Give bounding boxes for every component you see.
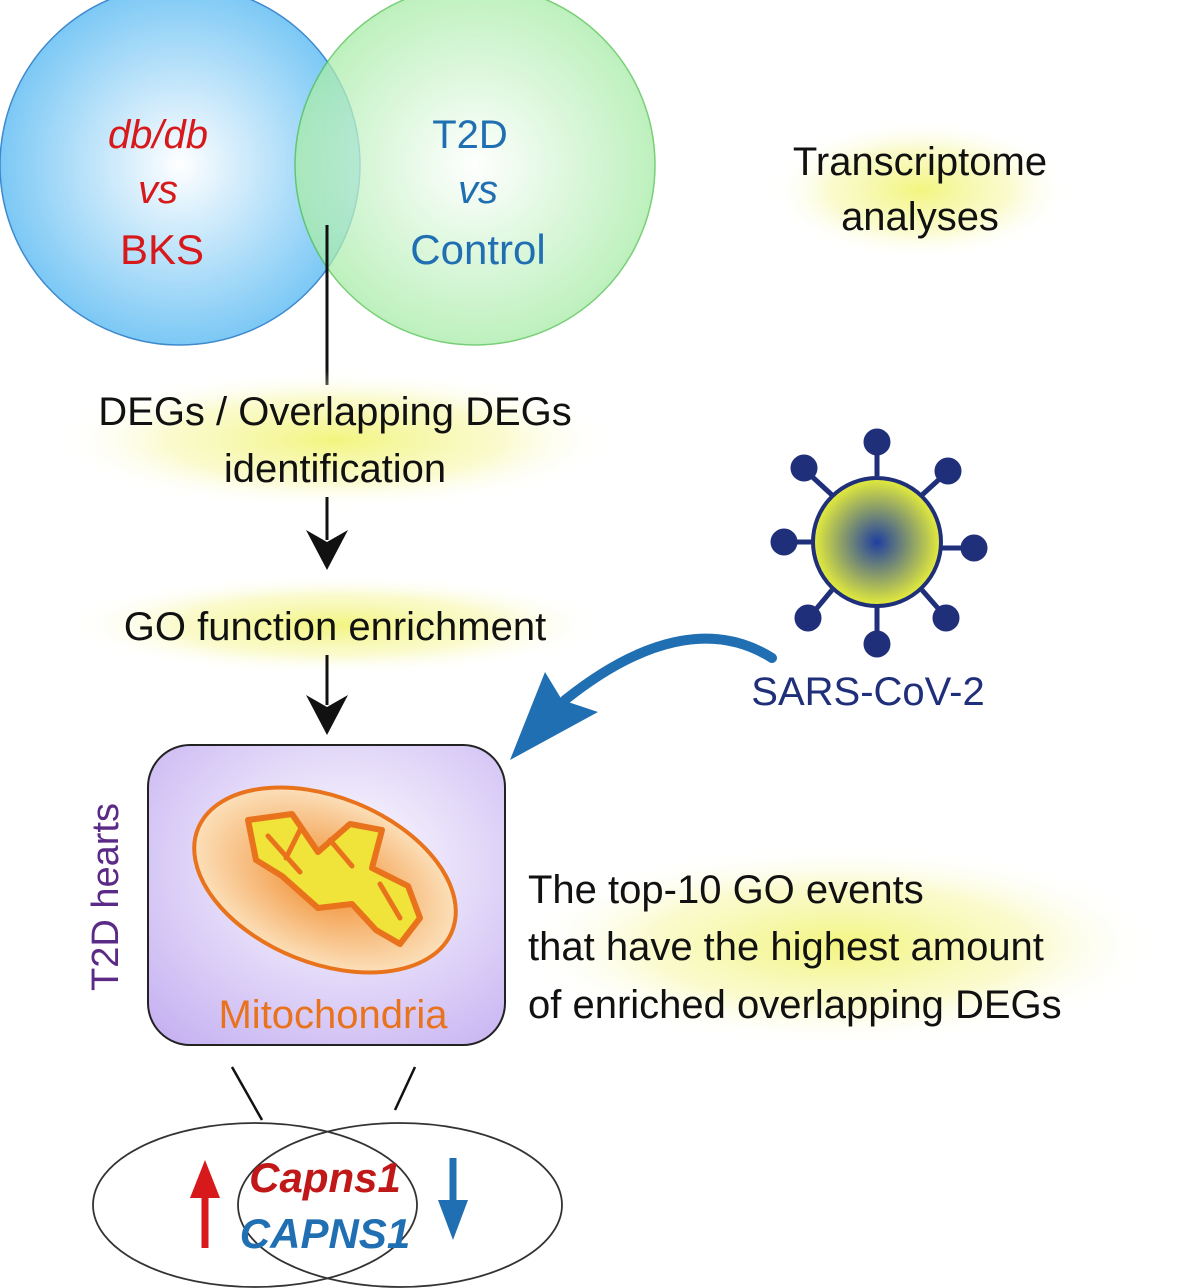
gene-mouse-label: Capns1: [249, 1154, 401, 1201]
connector-right: [393, 1066, 417, 1111]
connector-left: [230, 1066, 264, 1121]
transcriptome-line2: analyses: [841, 195, 999, 239]
virus-arrow-curve: [560, 633, 777, 705]
highlight-transcriptome: [770, 120, 1070, 260]
t2d-hearts-label: T2D hearts: [85, 803, 127, 991]
venn-bottom-left: [92, 1122, 418, 1288]
gene-human-label: CAPNS1: [240, 1210, 410, 1257]
venn-right-line3: Control: [410, 226, 545, 273]
venn-left-line1: db/db: [108, 113, 208, 157]
venn-left-line3: BKS: [120, 226, 204, 273]
virus-arrow-head: [510, 672, 598, 760]
venn-right-circle: [294, 0, 656, 346]
mitochondria-icon: [192, 785, 458, 975]
flow-arrowhead-3: [306, 695, 348, 735]
highlight-degs: [55, 370, 615, 510]
down-arrow-icon: [438, 1158, 468, 1240]
go-label: GO function enrichment: [124, 605, 546, 649]
top10-line1: The top-10 GO events: [528, 868, 924, 912]
venn-bottom-right: [237, 1122, 563, 1288]
mitochondria-label: Mitochondria: [218, 993, 448, 1037]
degs-line2: identification: [224, 447, 446, 491]
virus-label: SARS-CoV-2: [751, 670, 984, 714]
virus-icon: [770, 428, 988, 658]
top10-line3: of enriched overlapping DEGs: [528, 983, 1062, 1027]
flow-arrowhead-2: [306, 530, 348, 570]
degs-line1: DEGs / Overlapping DEGs: [98, 390, 572, 434]
venn-right-line2: vs: [458, 168, 498, 212]
venn-right-line1: T2D: [432, 113, 508, 157]
top10-line2: that have the highest amount: [528, 925, 1044, 969]
transcriptome-line1: Transcriptome: [793, 140, 1047, 184]
highlight-go: [65, 575, 605, 675]
up-arrow-icon: [190, 1160, 220, 1248]
highlight-top10: [520, 845, 1160, 1045]
venn-left-line2: vs: [138, 168, 178, 212]
